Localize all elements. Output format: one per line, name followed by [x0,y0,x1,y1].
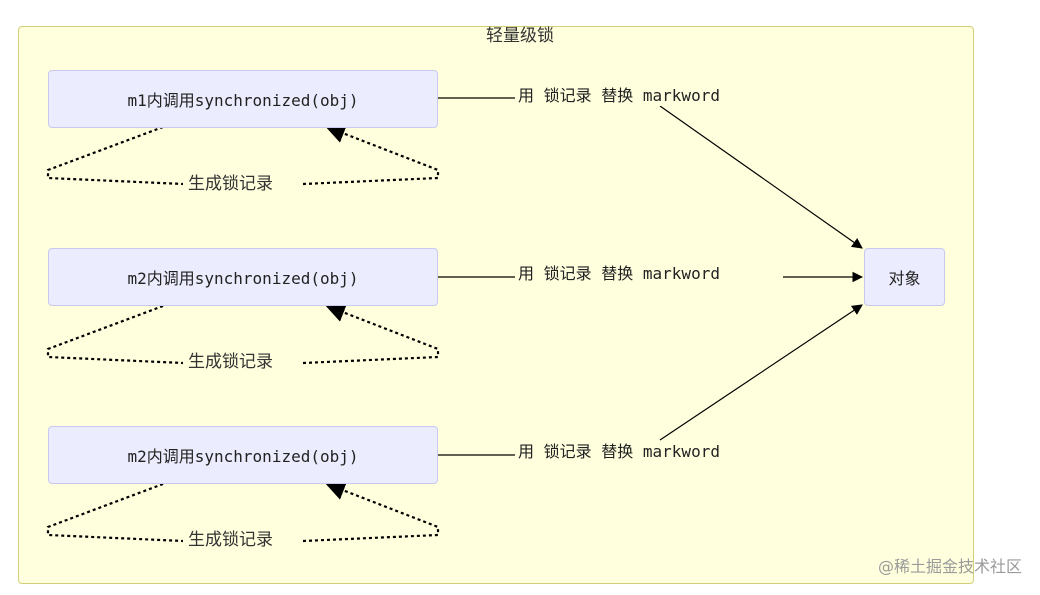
loop-label-generate-lock-record: 生成锁记录 [186,529,275,551]
loop-label-generate-lock-record: 生成锁记录 [186,173,275,195]
node-object: 对象 [864,248,945,306]
edge-row1-to-object [659,105,863,249]
loop-row3 [46,484,440,543]
watermark: @稀土掘金技术社区 [877,557,1022,576]
loop-label-generate-lock-record: 生成锁记录 [186,351,275,373]
node-m1-synchronized: m1内调用synchronized(obj) [48,70,438,128]
node-m2-synchronized: m2内调用synchronized(obj) [48,426,438,484]
loop-row2 [46,306,440,365]
edge-label-replace-markword: 用 锁记录 替换 markword [517,442,721,462]
node-m2-synchronized: m2内调用synchronized(obj) [48,248,438,306]
edge-label-replace-markword: 用 锁记录 替换 markword [517,264,721,284]
edge-row3-to-object [659,304,863,441]
edge-label-replace-markword: 用 锁记录 替换 markword [517,86,721,106]
loop-row1 [46,127,440,186]
cluster-title: 轻量级锁 [486,26,554,46]
